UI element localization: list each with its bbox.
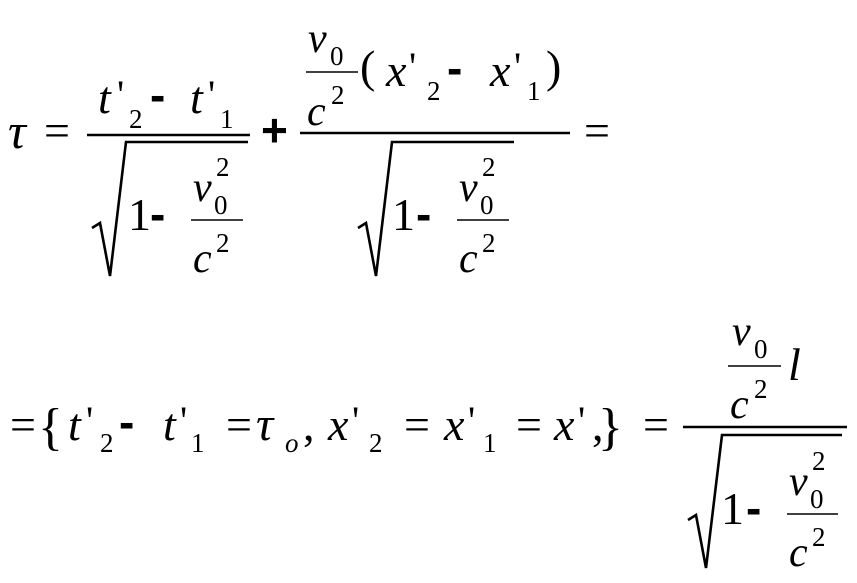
v0-subscript: 0 xyxy=(754,334,768,364)
t1-prime: ' xyxy=(180,398,187,443)
equals-sign: = xyxy=(516,399,542,450)
c-superscript: 2 xyxy=(331,80,345,110)
trailing-equals-sign: = xyxy=(584,105,610,156)
v0-subscript: 0 xyxy=(330,41,344,71)
v0-superscript: 2 xyxy=(812,446,826,476)
t2-prime: ' xyxy=(86,398,93,443)
v0-variable: v xyxy=(789,459,808,505)
tau-symbol: τ xyxy=(256,398,275,451)
equals-sign: = xyxy=(226,399,252,450)
equals-sign: = xyxy=(404,399,430,450)
t1-prime: ' xyxy=(208,72,215,117)
tau-symbol: τ xyxy=(8,103,28,159)
c-variable: c xyxy=(730,382,749,428)
comma: , xyxy=(303,399,315,450)
equation-line-1: τ = t ' 2 - t ' 1 1 - v 0 2 c 2 + v 0 xyxy=(8,16,610,282)
sqrt-minus: - xyxy=(416,188,431,240)
v0-superscript: 2 xyxy=(482,152,496,182)
c-superscript: 2 xyxy=(812,522,826,552)
equals-sign: = xyxy=(643,399,669,450)
t2-prime: ' xyxy=(117,72,124,117)
x2-prime: ' xyxy=(352,398,359,443)
minus-sign: - xyxy=(150,69,165,121)
equation-line-2: = { t ' 2 - t ' 1 = τ o , x ' 2 = x ' 1 … xyxy=(10,309,847,576)
t1-subscript: 1 xyxy=(220,104,234,134)
t1-subscript: 1 xyxy=(191,428,205,458)
sqrt-sign xyxy=(91,140,248,277)
x1-variable: x xyxy=(443,399,465,450)
x2-subscript: 2 xyxy=(369,428,383,458)
c-superscript: 2 xyxy=(216,228,230,258)
minus-sign: - xyxy=(119,396,134,448)
c-variable: c xyxy=(789,530,808,576)
t2-variable: t xyxy=(68,399,82,450)
v0-superscript: 2 xyxy=(216,152,230,182)
c-superscript: 2 xyxy=(754,374,768,404)
sqrt-minus: - xyxy=(746,482,761,534)
sqrt-sign xyxy=(687,433,842,569)
second-fraction: v 0 c 2 ( x ' 2 - x ' 1 ) 1 - v 0 2 c 2 xyxy=(300,16,570,282)
v0-variable: v xyxy=(459,165,478,211)
x-prime: ' xyxy=(578,398,585,443)
t2-subscript: 2 xyxy=(129,104,143,134)
left-brace: { xyxy=(38,399,63,456)
v0-variable: v xyxy=(193,165,212,211)
right-paren: ) xyxy=(546,41,561,92)
x-variable: x xyxy=(553,399,575,450)
sqrt-one: 1 xyxy=(128,189,151,240)
c-variable: c xyxy=(193,236,212,282)
sqrt-sign xyxy=(357,140,514,277)
t1-variable: t xyxy=(190,72,204,123)
t2-subscript: 2 xyxy=(100,428,114,458)
plus-sign: + xyxy=(261,104,288,156)
sqrt-minus: - xyxy=(150,188,165,240)
sqrt-one: 1 xyxy=(721,483,744,534)
minus-sign: - xyxy=(447,42,462,94)
v0-subscript: 0 xyxy=(480,190,494,220)
first-fraction: t ' 2 - t ' 1 1 - v 0 2 c 2 xyxy=(87,69,250,282)
comma: , xyxy=(592,399,604,450)
x2-variable: x xyxy=(385,45,407,96)
c-superscript: 2 xyxy=(482,228,496,258)
right-brace: } xyxy=(598,399,623,456)
x2-variable: x xyxy=(327,399,349,450)
x2-subscript: 2 xyxy=(427,76,441,106)
x1-subscript: 1 xyxy=(527,76,541,106)
x1-prime: ' xyxy=(468,398,475,443)
c-variable: c xyxy=(459,236,478,282)
x2-prime: ' xyxy=(409,44,416,89)
t2-variable: t xyxy=(98,72,112,123)
c-variable: c xyxy=(307,89,326,135)
v0-subscript: 0 xyxy=(810,484,824,514)
v0-variable: v xyxy=(732,309,751,355)
l-variable: l xyxy=(788,339,801,390)
brace-conditions: t ' 2 - t ' 1 = τ o , x ' 2 = x ' 1 = x … xyxy=(68,396,604,458)
equals-sign: = xyxy=(44,105,70,156)
x1-variable: x xyxy=(489,45,511,96)
left-paren: ( xyxy=(360,41,375,92)
equals-sign: = xyxy=(10,399,36,450)
v0-variable: v xyxy=(308,16,327,62)
sqrt-one: 1 xyxy=(392,189,415,240)
v0-subscript: 0 xyxy=(214,190,228,220)
result-fraction: v 0 c 2 l 1 - v 0 2 c 2 xyxy=(683,309,847,576)
x1-prime: ' xyxy=(514,44,521,89)
t1-variable: t xyxy=(163,399,177,450)
tau-subscript: o xyxy=(285,428,299,458)
x1-subscript: 1 xyxy=(483,428,497,458)
